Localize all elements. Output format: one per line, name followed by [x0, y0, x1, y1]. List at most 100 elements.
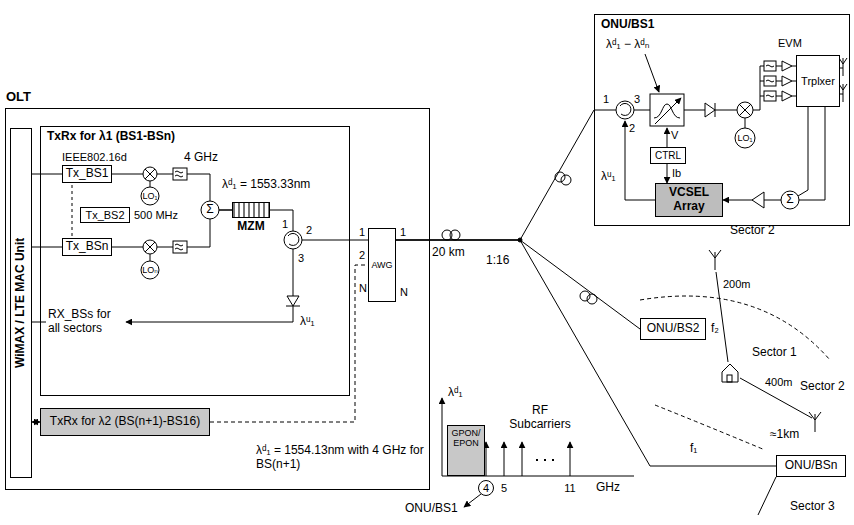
oscillator-symbol — [141, 118, 755, 279]
connector — [723, 107, 825, 200]
annotation-label: 4 GHz — [184, 151, 218, 165]
filter-symbol — [175, 244, 183, 250]
annotation-label: 400m — [765, 376, 793, 389]
annotation-label: 1 — [359, 226, 365, 239]
fiber — [587, 294, 597, 304]
mixer-symbol — [145, 169, 155, 179]
annotation-label: f₂ — [711, 322, 719, 336]
node-text: ONU/BS1 — [601, 18, 654, 32]
block-box: TxRx for λ2 (BS(n+1)-BS16) — [40, 408, 210, 436]
sector-map — [655, 405, 765, 450]
onu-wires — [715, 110, 737, 111]
olt-wires — [32, 181, 293, 322]
fiber — [555, 172, 565, 182]
onu-wires — [594, 110, 616, 111]
connector — [32, 422, 40, 423]
node-text: VCSEL Array — [656, 186, 722, 214]
block-box: Tx_BS2 — [80, 207, 130, 223]
block-box: ONU/BSn — [776, 455, 846, 477]
block-box: Tx_BSn — [62, 238, 112, 256]
spectrum-plot — [570, 442, 571, 476]
block-box: Tx_BS1 — [62, 165, 112, 183]
group-box: OLTWiMAX / LTE MAC UnitTxRx for λ1 (BS1-… — [5, 108, 430, 490]
oscillator-symbol — [141, 187, 159, 205]
tunable-filter — [650, 94, 684, 126]
block-box: CTRL — [650, 147, 686, 164]
node-text: CTRL — [655, 150, 681, 162]
node-text: Tx_BS2 — [85, 209, 124, 222]
spectrum-plot — [486, 442, 487, 476]
node-text: WiMAX / LTE MAC Unit — [14, 238, 28, 368]
annotation-label: 1 — [603, 93, 609, 106]
node-text: ONU/BSn — [785, 459, 838, 473]
node-text: GPON/ EPON — [448, 426, 484, 449]
mixer-symbol — [739, 104, 751, 116]
annotation-label: 500 MHz — [134, 209, 178, 222]
connector — [32, 174, 62, 175]
amplifier-symbol — [752, 192, 764, 208]
node-text: ONU/BS2 — [647, 322, 700, 336]
photodiode-symbol — [286, 103, 715, 306]
annotation-label: RX_BSs for all sectors — [48, 308, 120, 336]
onu-wires — [760, 81, 764, 82]
annotation-label: LO₁ — [142, 191, 157, 201]
onu-wires — [594, 54, 847, 200]
annotation-label: EVM — [778, 37, 802, 50]
tunable-filter — [655, 98, 681, 124]
node-text: OLT — [6, 90, 31, 105]
olt-wires — [72, 185, 73, 236]
filter-symbol — [766, 65, 774, 97]
connector — [396, 110, 594, 240]
annotation-label: Σ — [206, 203, 213, 217]
node-text: TxRx for λ1 (BS1-BSn) — [47, 130, 175, 144]
annotation-label: 3 — [634, 93, 640, 106]
annotation-label: Sector 2 — [800, 380, 845, 394]
summer-symbol — [781, 191, 799, 209]
mixer-symbol — [143, 240, 157, 254]
annotation-label: 11 — [564, 482, 575, 495]
annotation-label: Sector 1 — [752, 346, 797, 360]
filter-symbol — [173, 241, 187, 253]
annotation-label: IEEE802.16d — [62, 151, 127, 164]
annotation-label: 200m — [723, 278, 751, 291]
spectrum-plot — [504, 442, 505, 476]
node-text: AWG — [371, 260, 392, 270]
sector-map — [727, 375, 732, 382]
filter-symbol — [173, 168, 187, 180]
onu-wires — [798, 107, 808, 196]
block-box: AWG — [368, 228, 396, 302]
olt-wires — [32, 322, 46, 323]
annotation-label: f₁ — [690, 442, 697, 456]
onu-wires — [634, 110, 650, 111]
fiber — [561, 175, 571, 185]
block-box: WiMAX / LTE MAC Unit — [10, 128, 32, 478]
annotation-label: λᵈ₁ − λᵈₙ — [606, 38, 650, 52]
summer-symbol — [201, 201, 219, 219]
annotation-label: λᵘ₁ — [601, 170, 616, 184]
onu-wires — [760, 96, 764, 97]
block-box: ONU/BS2 — [640, 318, 706, 340]
annotation-label: 5 — [501, 482, 507, 495]
photodiode-symbol — [287, 296, 299, 306]
fiber — [442, 172, 597, 304]
amplifier-symbol — [782, 61, 792, 71]
fiber — [518, 238, 522, 242]
filter-symbol — [175, 171, 183, 177]
onu-wires — [753, 66, 764, 110]
sector-map — [640, 296, 830, 360]
annotation-label: 2 — [306, 224, 312, 237]
spectrum-plot — [479, 481, 494, 496]
node-text: Tx_BSn — [66, 240, 109, 254]
photodiode-symbol — [286, 306, 300, 307]
annotation-label: 1 — [400, 226, 406, 239]
spectrum-plot — [442, 398, 443, 476]
connector — [396, 240, 776, 466]
oscillator-symbol — [141, 261, 159, 279]
connector — [667, 164, 668, 183]
edge-label: Ib — [671, 167, 682, 180]
connector — [32, 247, 62, 248]
mixer-symbol — [143, 167, 157, 181]
annotation-label: λᵘ₁ — [300, 315, 315, 329]
annotation-label: ONU/BS1 — [405, 502, 458, 516]
